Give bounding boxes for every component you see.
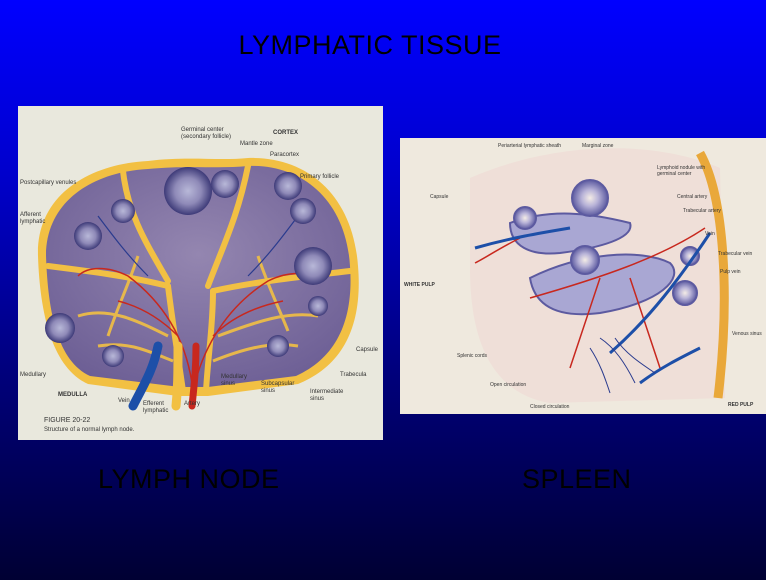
label-germinal-center: germinal center — [657, 171, 692, 177]
label-paracortex: Paracortex — [270, 152, 299, 158]
label-intermediate-sinus: Intermediate — [310, 389, 344, 395]
label-spleen-vein: Vein — [705, 231, 715, 237]
spleen-diagram: Periarterial lymphatic sheath Marginal z… — [400, 138, 766, 414]
figure-number: FIGURE 20-22 — [44, 417, 90, 424]
label-cortex: CORTEX — [273, 130, 298, 136]
label-trabecula: Trabecula — [340, 372, 367, 378]
label-afferent-lymphatic: lymphatic — [20, 219, 45, 225]
node-labels: Germinal center (secondary follicle) COR… — [20, 127, 379, 433]
label-subcapsular-sinus: Subcapsular — [261, 381, 294, 387]
label-medulla: MEDULLA — [58, 392, 88, 398]
node-hilum-vessels — [128, 341, 200, 411]
label-pals: Periarterial lymphatic sheath — [498, 143, 561, 149]
label-closed-circulation: Closed circulation — [530, 404, 570, 410]
node-trabeculae — [45, 163, 353, 394]
spleen-labels: Periarterial lymphatic sheath Marginal z… — [404, 143, 762, 410]
label-central-artery: Central artery — [677, 194, 708, 200]
spleen-capsule — [696, 150, 729, 399]
figure-caption: Structure of a normal lymph node. — [44, 427, 135, 433]
label-lymphoid-nodule: Lymphoid nodule with — [657, 165, 705, 171]
label-red-pulp: RED PULP — [728, 402, 754, 408]
label-splenic-cords: Splenic cords — [457, 353, 488, 359]
label-secondary-follicle: (secondary follicle) — [181, 134, 231, 140]
label-trabecular-vein: Trabecular vein — [718, 251, 752, 257]
label-spleen-capsule: Capsule — [430, 194, 449, 200]
slide-title: LYMPHATIC TISSUE — [238, 30, 502, 60]
spleen-white-pulp — [508, 179, 700, 316]
label-primary-follicle: Primary follicle — [300, 174, 340, 180]
lymph-node-illustration: Germinal center (secondary follicle) COR… — [20, 127, 379, 433]
spleen-arteries — [474, 227, 706, 369]
label-medullary-sinus: Medullary — [221, 374, 247, 380]
label-marginal-zone: Marginal zone — [582, 143, 614, 149]
label-medullary-cord: Medullary — [20, 372, 46, 378]
node-arterioles — [77, 267, 324, 392]
node-venules — [97, 215, 299, 277]
label-efferent: Efferent — [143, 401, 164, 407]
label-intermediate-sinus-2: sinus — [310, 396, 324, 402]
spleen-caption: SPLEEN — [522, 464, 632, 494]
label-artery: Artery — [184, 401, 200, 407]
lymph-node-caption: LYMPH NODE — [98, 464, 280, 494]
label-venous-sinus: Venous sinus — [732, 331, 762, 337]
label-vein: Vein — [118, 398, 130, 404]
label-capsule: Capsule — [356, 347, 379, 353]
lymph-node-diagram: Germinal center (secondary follicle) COR… — [18, 106, 383, 440]
label-subcapsular-sinus-2: sinus — [261, 388, 275, 394]
spleen-venous-sinuses — [589, 337, 656, 394]
spleen-veins — [474, 226, 712, 385]
label-trabecular-artery: Trabecular artery — [683, 208, 721, 214]
spleen-illustration: Periarterial lymphatic sheath Marginal z… — [404, 143, 762, 410]
label-germinal-center: Germinal center — [181, 127, 224, 133]
label-open-circulation: Open circulation — [490, 382, 526, 388]
label-afferent: Afferent — [20, 212, 41, 218]
label-postcapillary-venules: Postcapillary venules — [20, 180, 76, 186]
label-mantle-zone: Mantle zone — [240, 141, 273, 147]
node-sinuses — [77, 255, 319, 363]
label-white-pulp: WHITE PULP — [404, 282, 435, 288]
label-pulp-vein: Pulp vein — [720, 269, 741, 275]
label-efferent-lymphatic: lymphatic — [143, 408, 168, 414]
node-follicles — [45, 167, 332, 367]
label-medullary-sinus-2: sinus — [221, 381, 235, 387]
